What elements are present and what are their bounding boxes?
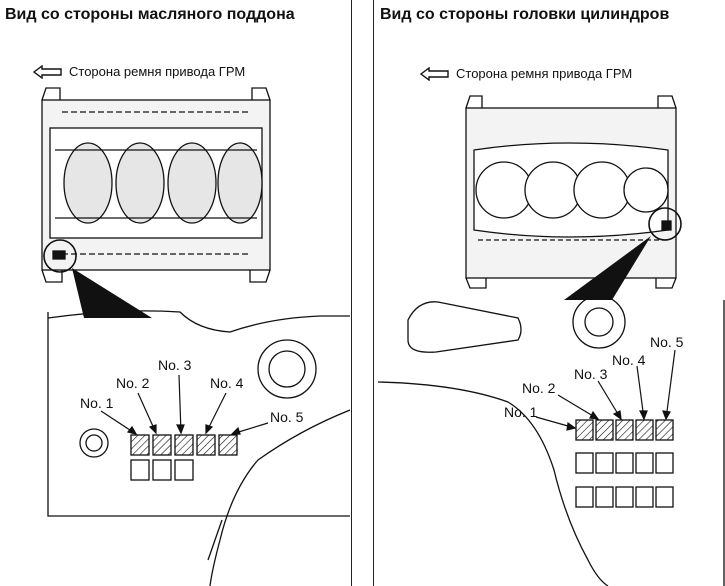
label-no-3: No. 3 [158,357,192,373]
engine-block-bottom-view [41,87,271,283]
leader-lines-left [100,374,269,435]
code-boxes-left [130,434,238,481]
panel-divider-right [373,0,374,586]
label-no-5: No. 5 [270,409,304,425]
panel-divider-left [351,0,352,586]
timing-belt-side-label-right: Сторона ремня привода ГРМ [420,66,632,81]
timing-belt-side-text-right: Сторона ремня привода ГРМ [456,66,633,81]
cylinder-head-side-title: Вид со стороны головки цилиндров [380,6,670,23]
cylinder-bores [475,161,669,219]
timing-belt-side-text: Сторона ремня привода ГРМ [69,64,246,79]
callout-pointer-right [564,236,651,300]
cylinder-head-side-drawing [378,95,725,586]
label-no-1: No. 1 [80,395,114,411]
leader-lines-right [535,349,676,431]
bearing-bores [63,142,263,224]
label-no-2-right: No. 2 [522,380,556,396]
timing-belt-side-label: Сторона ремня привода ГРМ [33,64,245,79]
arrow-left-outline-icon [33,64,62,79]
oil-pan-side-title: Вид со стороны масляного поддона [5,6,295,23]
label-no-4: No. 4 [210,375,244,391]
label-no-3-right: No. 3 [574,366,608,382]
callout-pointer [72,268,152,318]
cylinder-head-side-view-panel: Вид со стороны головки цилиндров Сторона… [378,0,725,586]
label-no-5-right: No. 5 [650,334,684,350]
label-no-4-right: No. 4 [612,352,646,368]
engine-block-top-view [465,95,682,289]
code-boxes-right [575,419,674,508]
label-no-1-right: No. 1 [504,404,538,420]
oil-pan-side-view-panel: Вид со стороны масляного поддона Сторона… [0,0,350,586]
arrow-left-outline-icon [420,66,449,81]
oil-pan-side-drawing [41,87,350,586]
label-no-2: No. 2 [116,375,150,391]
